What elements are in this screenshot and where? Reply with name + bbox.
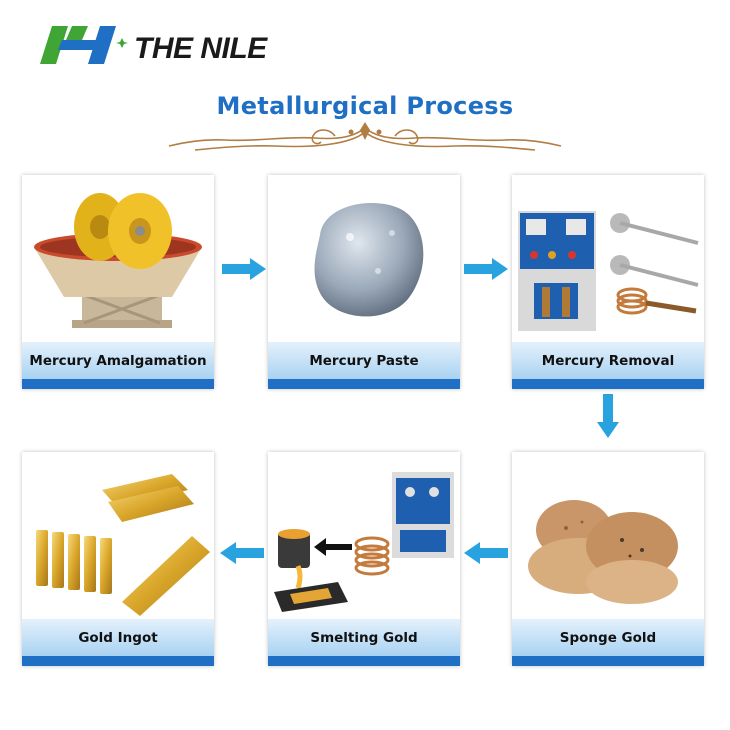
step-label: Smelting Gold: [268, 619, 460, 656]
arrow-left-icon: [464, 542, 508, 564]
card-accent-bar: [268, 379, 460, 389]
brand-name: THE NILE: [134, 32, 267, 65]
nile-logo-icon: [40, 26, 128, 64]
arrow-right-icon: [222, 258, 266, 280]
mercury-removal-image: [512, 175, 704, 340]
step-card-smelting-gold: Smelting Gold: [268, 452, 460, 666]
mercury-paste-image: [268, 175, 460, 340]
card-accent-bar: [512, 656, 704, 666]
page-title: Metallurgical Process: [216, 92, 514, 120]
step-label: Sponge Gold: [512, 619, 704, 656]
step-card-sponge-gold: Sponge Gold: [512, 452, 704, 666]
gold-ingot-image: [22, 452, 214, 617]
step-card-mercury-removal: Mercury Removal: [512, 175, 704, 389]
step-label: Mercury Amalgamation: [22, 342, 214, 379]
arrow-down-icon: [597, 394, 619, 438]
card-accent-bar: [512, 379, 704, 389]
card-accent-bar: [22, 656, 214, 666]
step-card-mercury-amalgamation: Mercury Amalgamation: [22, 175, 214, 389]
step-card-gold-ingot: Gold Ingot: [22, 452, 214, 666]
wet-pan-mill-image: [22, 175, 214, 340]
step-label: Gold Ingot: [22, 619, 214, 656]
step-label: Mercury Removal: [512, 342, 704, 379]
brand-logo: THE NILE: [38, 20, 338, 75]
arrow-right-icon: [464, 258, 508, 280]
ornament-divider-icon: [168, 122, 562, 151]
step-card-mercury-paste: Mercury Paste: [268, 175, 460, 389]
card-accent-bar: [268, 656, 460, 666]
smelting-gold-image: [268, 452, 460, 617]
sponge-gold-image: [512, 452, 704, 617]
arrow-left-icon: [220, 542, 264, 564]
step-label: Mercury Paste: [268, 342, 460, 379]
card-accent-bar: [22, 379, 214, 389]
